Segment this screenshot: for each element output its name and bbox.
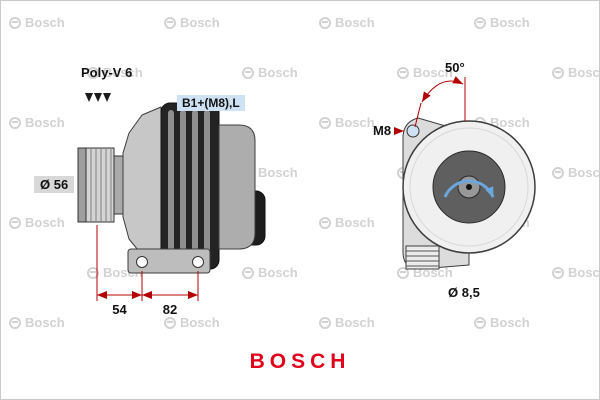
belt-profile-icon [85, 93, 111, 102]
watermark: Bosch [319, 15, 375, 30]
bosch-roundel-icon [319, 316, 331, 329]
watermark: Bosch [87, 65, 143, 80]
bosch-roundel-icon [164, 316, 176, 329]
bosch-roundel-icon [319, 216, 331, 229]
cooling-fins [160, 102, 220, 270]
terminal-label: B1+(M8),L [177, 95, 245, 111]
watermark-text: Bosch [335, 215, 375, 230]
alternator-rear-view [402, 117, 536, 270]
watermark-text: Bosch [568, 165, 600, 180]
bosch-roundel-icon [164, 16, 176, 29]
drive-end-bracket [122, 106, 162, 264]
bosch-roundel-icon [474, 16, 486, 29]
bosch-roundel-icon [552, 166, 564, 179]
watermark: Bosch [9, 15, 65, 30]
watermark-text: Bosch [568, 265, 600, 280]
pulley-side [77, 147, 124, 223]
watermark-text: Bosch [180, 15, 220, 30]
bolt-size-label: M8 [373, 123, 392, 138]
hole-diameter-label: Ø 8,5 [448, 285, 480, 300]
housing-ring [409, 127, 529, 247]
watermark-text: Bosch [25, 315, 65, 330]
watermark-text: Bosch [180, 315, 220, 330]
bosch-roundel-icon [9, 116, 21, 129]
bosch-roundel-icon [397, 266, 409, 279]
shaft-center-dot [466, 184, 472, 190]
bosch-roundel-icon [242, 66, 254, 79]
bosch-roundel-icon [87, 66, 99, 79]
watermark: Bosch [164, 315, 220, 330]
watermark: Bosch [552, 65, 600, 80]
watermark: Bosch [9, 215, 65, 230]
adjustment-hatch [405, 245, 440, 270]
watermark: Bosch [242, 265, 298, 280]
watermark-text: Bosch [490, 15, 530, 30]
watermark: Bosch [164, 15, 220, 30]
pulley-diameter-label: Ø 56 [34, 176, 75, 193]
watermark: Bosch [552, 165, 600, 180]
watermark-text: Bosch [335, 15, 375, 30]
bosch-roundel-icon [319, 16, 331, 29]
bosch-roundel-icon [474, 316, 486, 329]
bosch-roundel-icon [87, 266, 99, 279]
bosch-roundel-icon [9, 216, 21, 229]
rear-housing [218, 124, 256, 250]
watermark: Bosch [242, 65, 298, 80]
watermark-text: Bosch [568, 65, 600, 80]
bosch-roundel-icon [552, 66, 564, 79]
watermark-text: Bosch [490, 115, 530, 130]
watermark-text: Bosch [258, 65, 298, 80]
watermark: Bosch [319, 115, 375, 130]
watermark: Bosch [552, 265, 600, 280]
watermark-text: Bosch [490, 315, 530, 330]
watermark-text: Bosch [25, 15, 65, 30]
watermark-text: Bosch [258, 165, 298, 180]
bosch-logo: BOSCH [249, 350, 351, 373]
dimension-54-label: 54 [112, 302, 127, 317]
bosch-roundel-icon [397, 66, 409, 79]
watermark: Bosch [319, 315, 375, 330]
bosch-roundel-icon [242, 266, 254, 279]
mounting-angle-label: 50° [445, 60, 465, 75]
watermark: Bosch [474, 315, 530, 330]
watermark-text: Bosch [335, 115, 375, 130]
watermark: Bosch [474, 15, 530, 30]
watermark: Bosch [9, 115, 65, 130]
bosch-roundel-icon [9, 316, 21, 329]
angle-dimension [394, 76, 466, 135]
side-view-dimensions [96, 225, 199, 301]
rotation-arrow-icon [443, 179, 495, 199]
watermark: Bosch [319, 215, 375, 230]
watermark: Bosch [9, 315, 65, 330]
watermark-text: Bosch [25, 115, 65, 130]
watermark-text: Bosch [103, 65, 143, 80]
bosch-roundel-icon [319, 116, 331, 129]
bosch-roundel-icon [9, 16, 21, 29]
m8-bolt-hole [406, 124, 420, 138]
watermark-text: Bosch [258, 265, 298, 280]
belt-type-label: Poly-V 6 [81, 65, 133, 80]
dimension-82-label: 82 [162, 302, 178, 317]
watermark-text: Bosch [335, 315, 375, 330]
mounting-lugs [127, 248, 211, 274]
watermark-text: Bosch [25, 215, 65, 230]
alternator-side-view [77, 93, 266, 274]
bosch-roundel-icon [552, 266, 564, 279]
